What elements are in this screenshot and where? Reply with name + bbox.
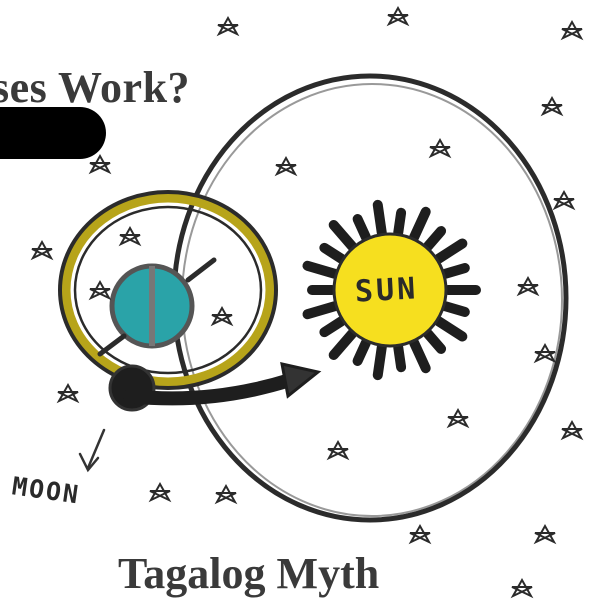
page-caption: Tagalog Myth [118,548,379,599]
star-icon [388,8,408,24]
star-icon [562,422,582,438]
star-icon [150,484,170,500]
sun-ray [358,219,366,237]
star-icon [512,580,532,596]
sun-ray [428,231,441,246]
star-icon [276,158,296,174]
star-icon [562,22,582,38]
earth-icon [100,260,214,354]
sun-ray [414,343,426,368]
sun-ray [324,321,341,332]
star-icon [120,228,140,244]
sun-ray [378,205,382,233]
star-icon [90,282,110,298]
star-icon [90,156,110,172]
sun-ray [439,321,463,336]
sun-ray [446,268,465,274]
star-icon [448,410,468,426]
sun-ray [334,225,352,246]
sun-ray [414,212,426,237]
sun-ray [439,244,463,259]
star-icon [535,345,555,361]
arrow-head-icon [282,364,318,396]
sun-ray [446,306,465,312]
sun-label: SUN [354,271,419,309]
star-icon [328,442,348,458]
star-icon [430,140,450,156]
sun-ray [324,248,341,259]
sun-ray [307,306,334,314]
page-heading: ses Work? [0,62,190,113]
star-icon [32,242,52,258]
sun-ray [378,347,382,375]
star-icon [216,486,236,502]
star-icon [218,18,238,34]
star-icon [554,192,574,208]
star-icon [212,308,232,324]
moon-pointer-arrow-icon [80,430,104,470]
sun-ray [358,343,366,361]
sun-ray [334,334,352,355]
star-icon [518,278,538,294]
star-icon [535,526,555,542]
sun-ray [398,213,401,233]
sun-ray [398,347,401,367]
star-icon [58,385,78,401]
sun-ray [428,334,441,349]
star-icon [410,526,430,542]
sun-ray [307,266,334,274]
star-icon [542,98,562,114]
redaction-bar [0,107,106,159]
